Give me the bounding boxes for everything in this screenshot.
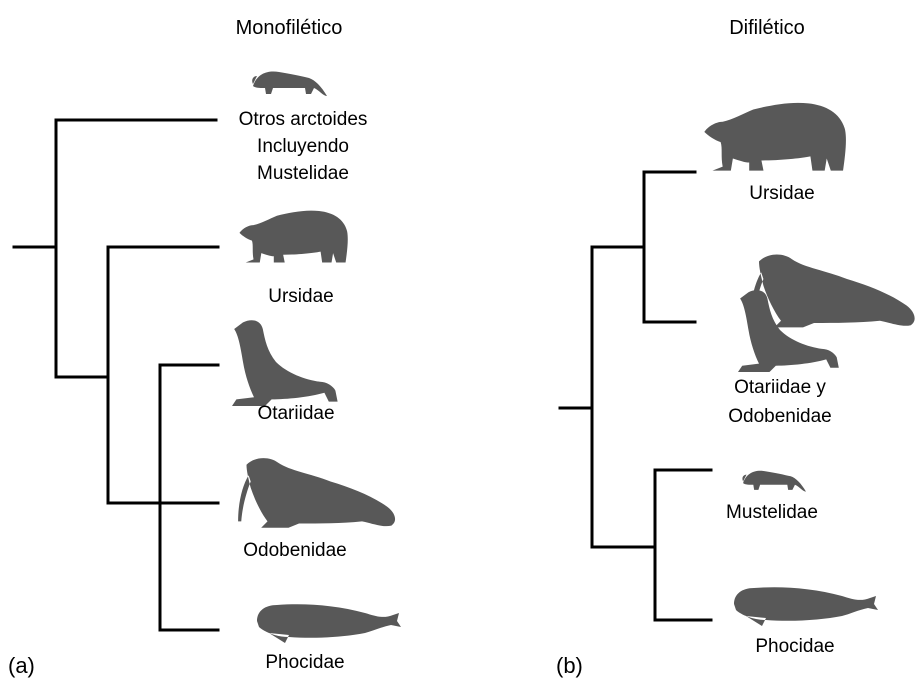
label-odobenidae-a: Odobenidae — [243, 540, 347, 561]
label-other-arctoids-3: Mustelidae — [257, 163, 349, 184]
mustelid-icon — [742, 471, 806, 492]
seal-icon — [734, 587, 878, 626]
panel-a-letter: (a) — [8, 653, 35, 678]
mustelid-icon — [252, 72, 327, 96]
walrus-icon — [750, 254, 914, 327]
panel-a-title: Monofilético — [236, 17, 343, 39]
label-ursidae-b: Ursidae — [749, 183, 814, 204]
cladogram-b — [560, 172, 711, 620]
bear-icon — [704, 103, 846, 171]
label-ursidae-a: Ursidae — [268, 286, 333, 307]
cladogram-a — [14, 120, 218, 630]
label-phocidae-a: Phocidae — [265, 652, 344, 673]
panel-b-title: Difilético — [729, 17, 805, 39]
panel-b-letter: (b) — [556, 653, 583, 678]
walrus-icon — [238, 458, 395, 528]
label-mustelidae-b: Mustelidae — [726, 502, 818, 523]
label-other-arctoids-1: Otros arctoides — [239, 109, 368, 130]
label-other-arctoids-2: Incluyendo — [257, 136, 349, 157]
label-phocidae-b: Phocidae — [755, 636, 834, 657]
seal-icon — [257, 604, 401, 643]
bear-icon — [239, 211, 347, 263]
label-odobenidae-b: Odobenidae — [728, 406, 832, 427]
label-otariidae-b: Otariidae y — [734, 377, 826, 398]
panel-b: Difilético Ursidae Otariidae y Odobenida… — [556, 17, 915, 678]
sea-lion-icon — [232, 320, 338, 406]
panel-a: Monofilético Otros arctoides Incluyendo … — [8, 17, 401, 678]
label-otariidae-a: Otariidae — [257, 403, 334, 424]
